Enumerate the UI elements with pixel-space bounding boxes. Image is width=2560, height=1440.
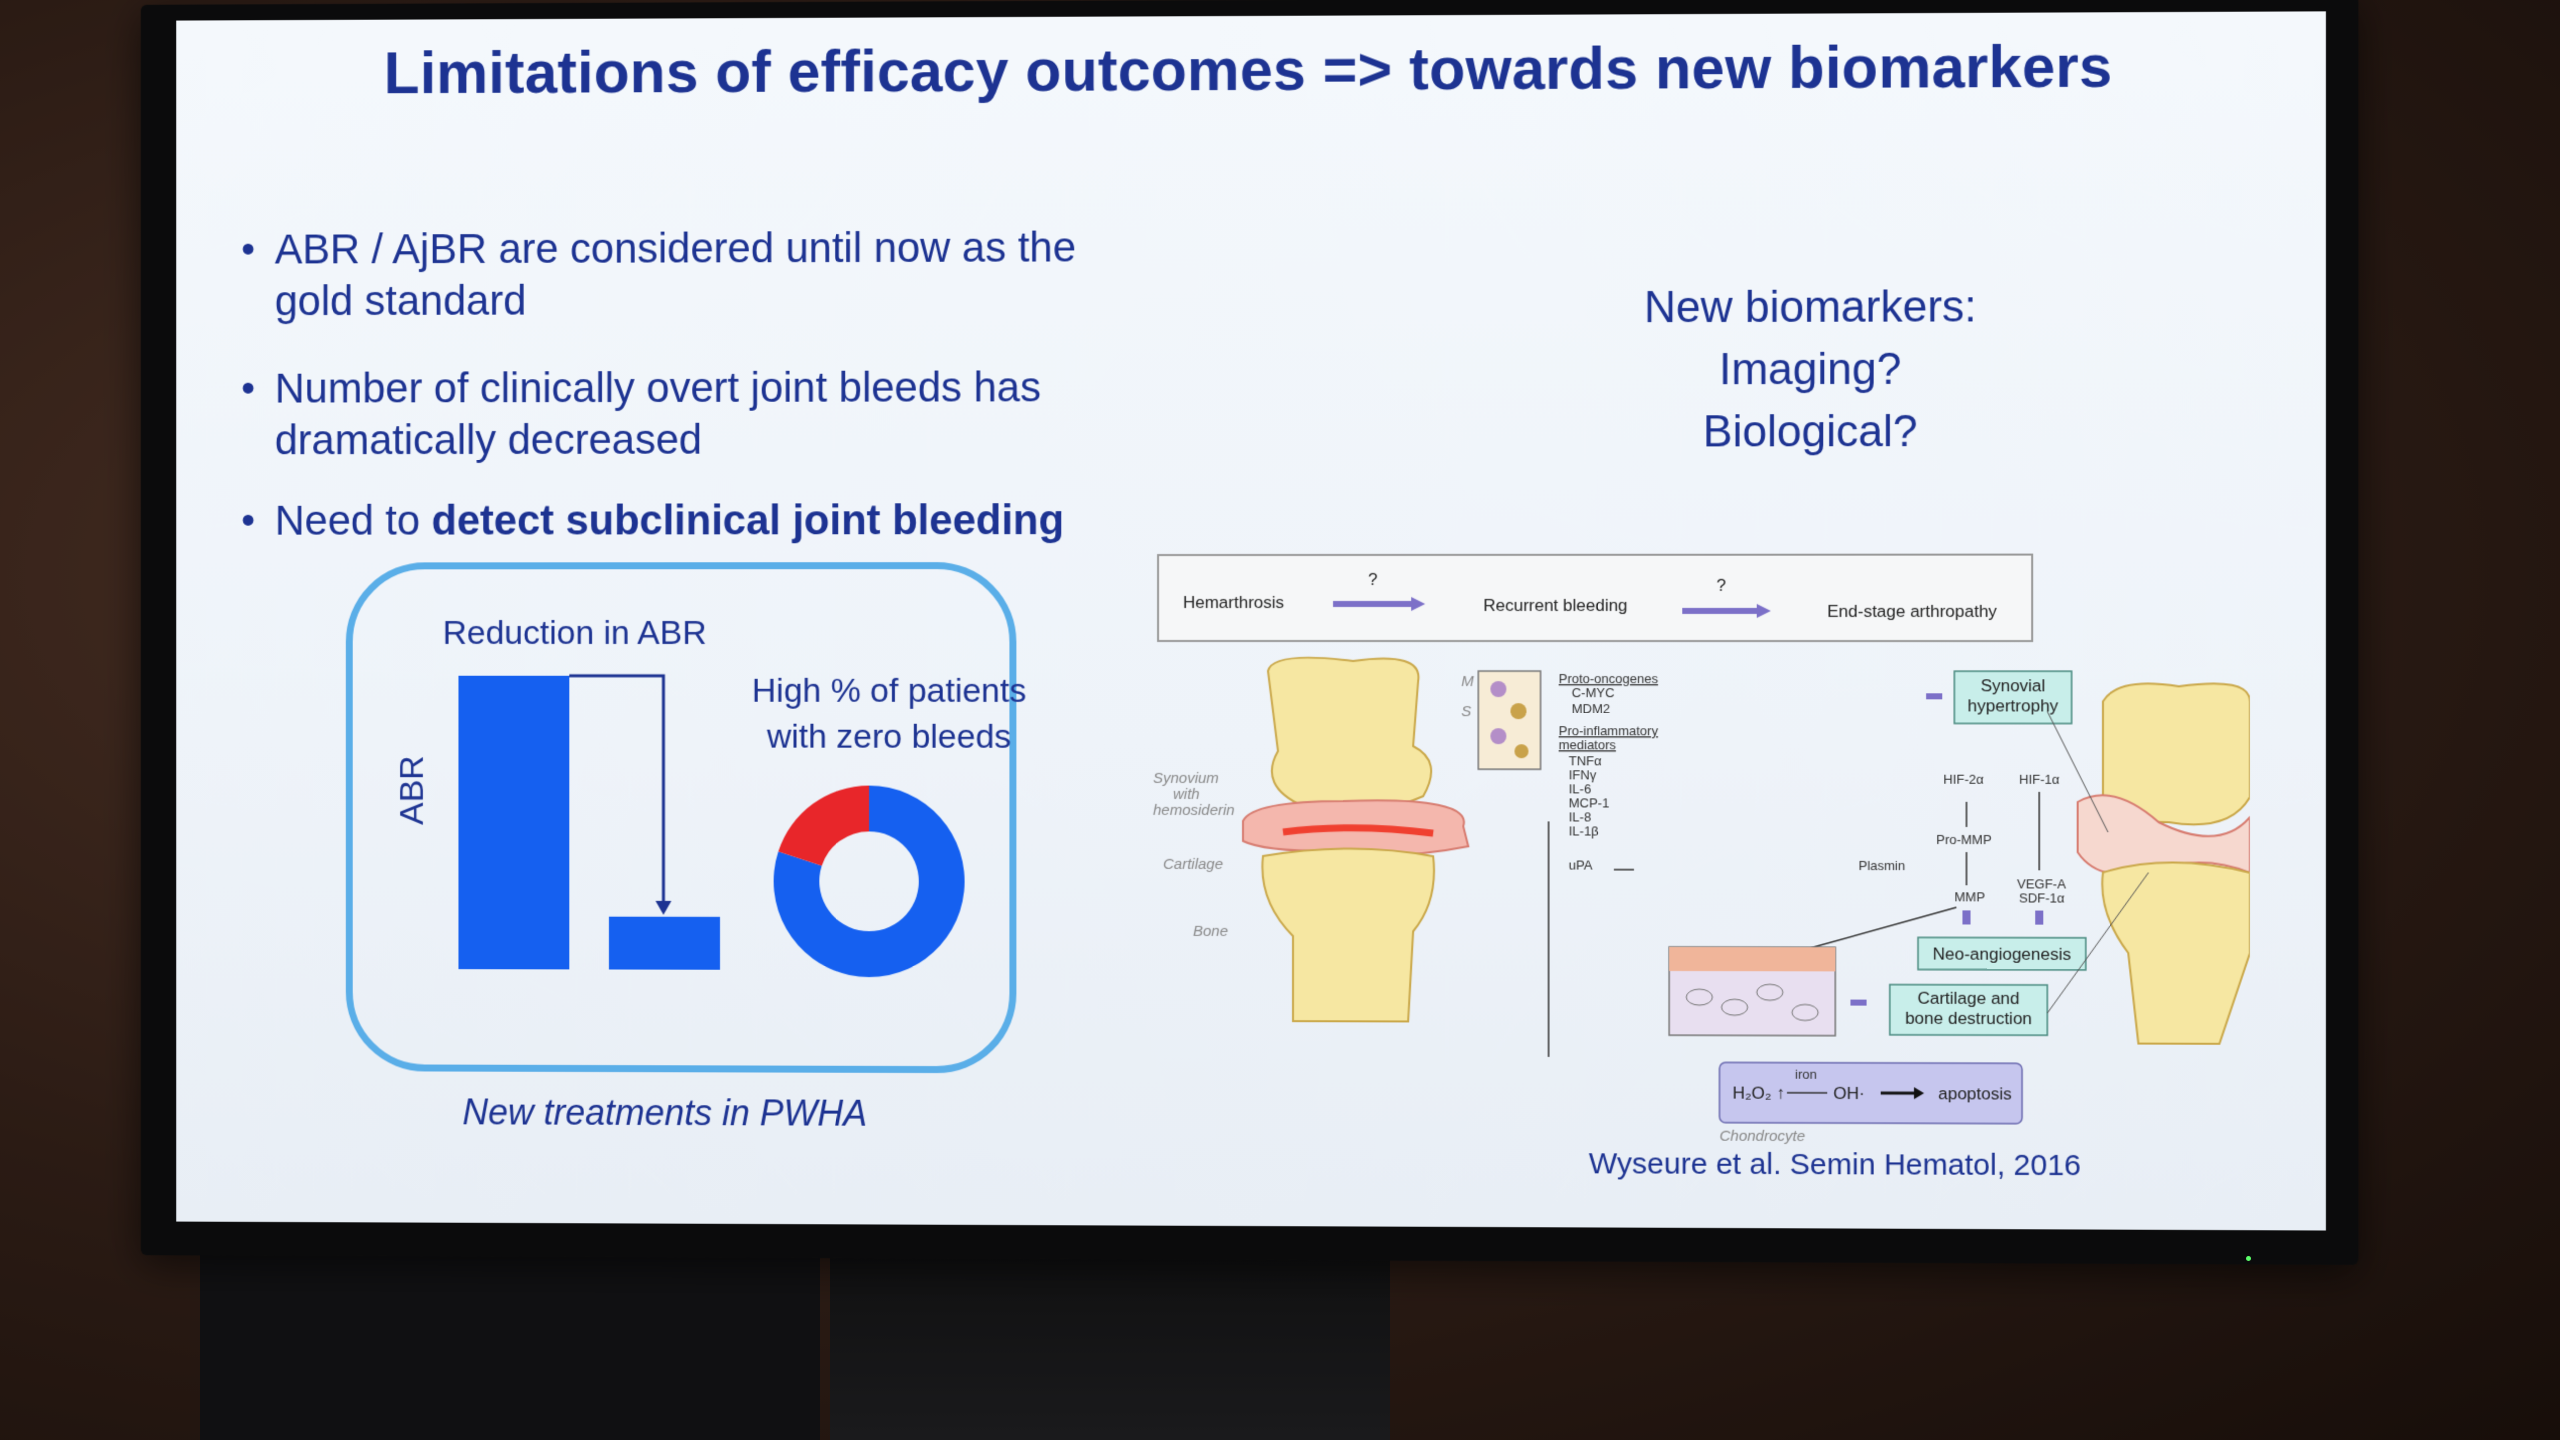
monitor-bezel: Limitations of efficacy outcomes => towa… — [141, 0, 2359, 1265]
oh-radical: OH· — [1833, 1084, 1864, 1103]
mdm2: MDM2 — [1572, 701, 1610, 716]
purple-arrow-icon — [1850, 1000, 1866, 1006]
label-chondrocyte: Chondrocyte — [1719, 1128, 1805, 1145]
donut-chart — [774, 785, 965, 977]
stage-question-2: ? — [1716, 576, 1726, 595]
chart-caption: New treatments in PWHA — [462, 1091, 867, 1134]
label-synovium: Synovium — [1153, 770, 1219, 787]
mediator-il1b: IL-1β — [1569, 823, 1599, 838]
plasmin: Plasmin — [1859, 858, 1906, 873]
apoptosis-label: apoptosis — [1938, 1084, 2011, 1103]
stage-hemarthrosis: Hemarthrosis — [1183, 593, 1284, 612]
cmyc: C-MYC — [1572, 685, 1615, 700]
synovial-cells — [1478, 671, 1540, 769]
purple-arrow-icon — [2035, 911, 2043, 925]
bar-1 — [458, 676, 569, 970]
label-s: S — [1461, 703, 1471, 720]
prommp: Pro-MMP — [1936, 832, 1991, 847]
tibia-bone-damaged — [2102, 862, 2250, 1044]
mmp: MMP — [1954, 889, 1985, 904]
pathophysiology-figure: Hemarthrosis ? Recurrent bleeding ? End-… — [1153, 550, 2250, 1174]
cartilage-line2: bone destruction — [1905, 1009, 2032, 1029]
cartilage-surface — [1669, 947, 1835, 971]
label-cartilage: Cartilage — [1163, 856, 1223, 873]
arrow-head-icon — [656, 901, 672, 915]
tibia-bone — [1262, 849, 1434, 1022]
iron: iron — [1795, 1067, 1817, 1082]
monitor-stand-shadow — [200, 1250, 820, 1440]
reduction-arrow — [569, 676, 663, 903]
cell-icon — [1490, 728, 1506, 744]
label-with: with — [1173, 786, 1200, 803]
cartilage-line1: Cartilage and — [1918, 989, 2020, 1008]
hif2: HIF-2α — [1943, 772, 1984, 787]
vegf: VEGF-A — [2017, 876, 2066, 891]
progression-arrow-2 — [1682, 608, 1756, 614]
mediator-il6: IL-6 — [1569, 781, 1591, 796]
mediator-il8: IL-8 — [1569, 809, 1591, 824]
label-bone: Bone — [1193, 923, 1228, 940]
donut-slice-2 — [778, 785, 869, 865]
bar-chart — [458, 676, 720, 970]
femur-bone — [1268, 658, 1431, 815]
mediator-ifng: IFNγ — [1569, 767, 1597, 782]
mediators-label: mediators — [1559, 737, 1616, 752]
monitor-stand — [830, 1250, 1390, 1440]
stage-recurrent: Recurrent bleeding — [1483, 596, 1627, 615]
mediator-mcp1: MCP-1 — [1569, 795, 1610, 810]
label-m: M — [1461, 673, 1474, 690]
h2o2: H₂O₂ ↑ — [1733, 1083, 1785, 1102]
bar-2 — [609, 917, 720, 970]
stage-question-1: ? — [1368, 570, 1377, 589]
purple-arrow-icon — [1926, 693, 1942, 699]
sdf: SDF-1α — [2019, 890, 2065, 905]
purple-arrow-icon — [1962, 910, 1970, 924]
cell-icon — [1514, 744, 1528, 758]
power-led — [2246, 1256, 2251, 1261]
mediator-tnfa: TNFα — [1569, 753, 1602, 768]
slide-screen: Limitations of efficacy outcomes => towa… — [176, 11, 2326, 1230]
hif1: HIF-1α — [2019, 772, 2060, 787]
progression-arrow-1 — [1333, 601, 1411, 607]
upa: uPA — [1569, 857, 1593, 872]
pro-inflammatory: Pro-inflammatory — [1559, 723, 1659, 738]
cell-icon — [1490, 681, 1506, 697]
neo-angiogenesis: Neo-angiogenesis — [1933, 944, 2071, 963]
synovial-line1: Synovial — [1981, 676, 2046, 695]
label-hemosiderin: hemosiderin — [1153, 802, 1235, 819]
cell-icon — [1510, 703, 1526, 719]
synovial-line2: hypertrophy — [1968, 696, 2059, 715]
proto-oncogenes: Proto-oncogenes — [1559, 671, 1658, 686]
stage-endstage: End-stage arthropathy — [1827, 602, 1997, 621]
